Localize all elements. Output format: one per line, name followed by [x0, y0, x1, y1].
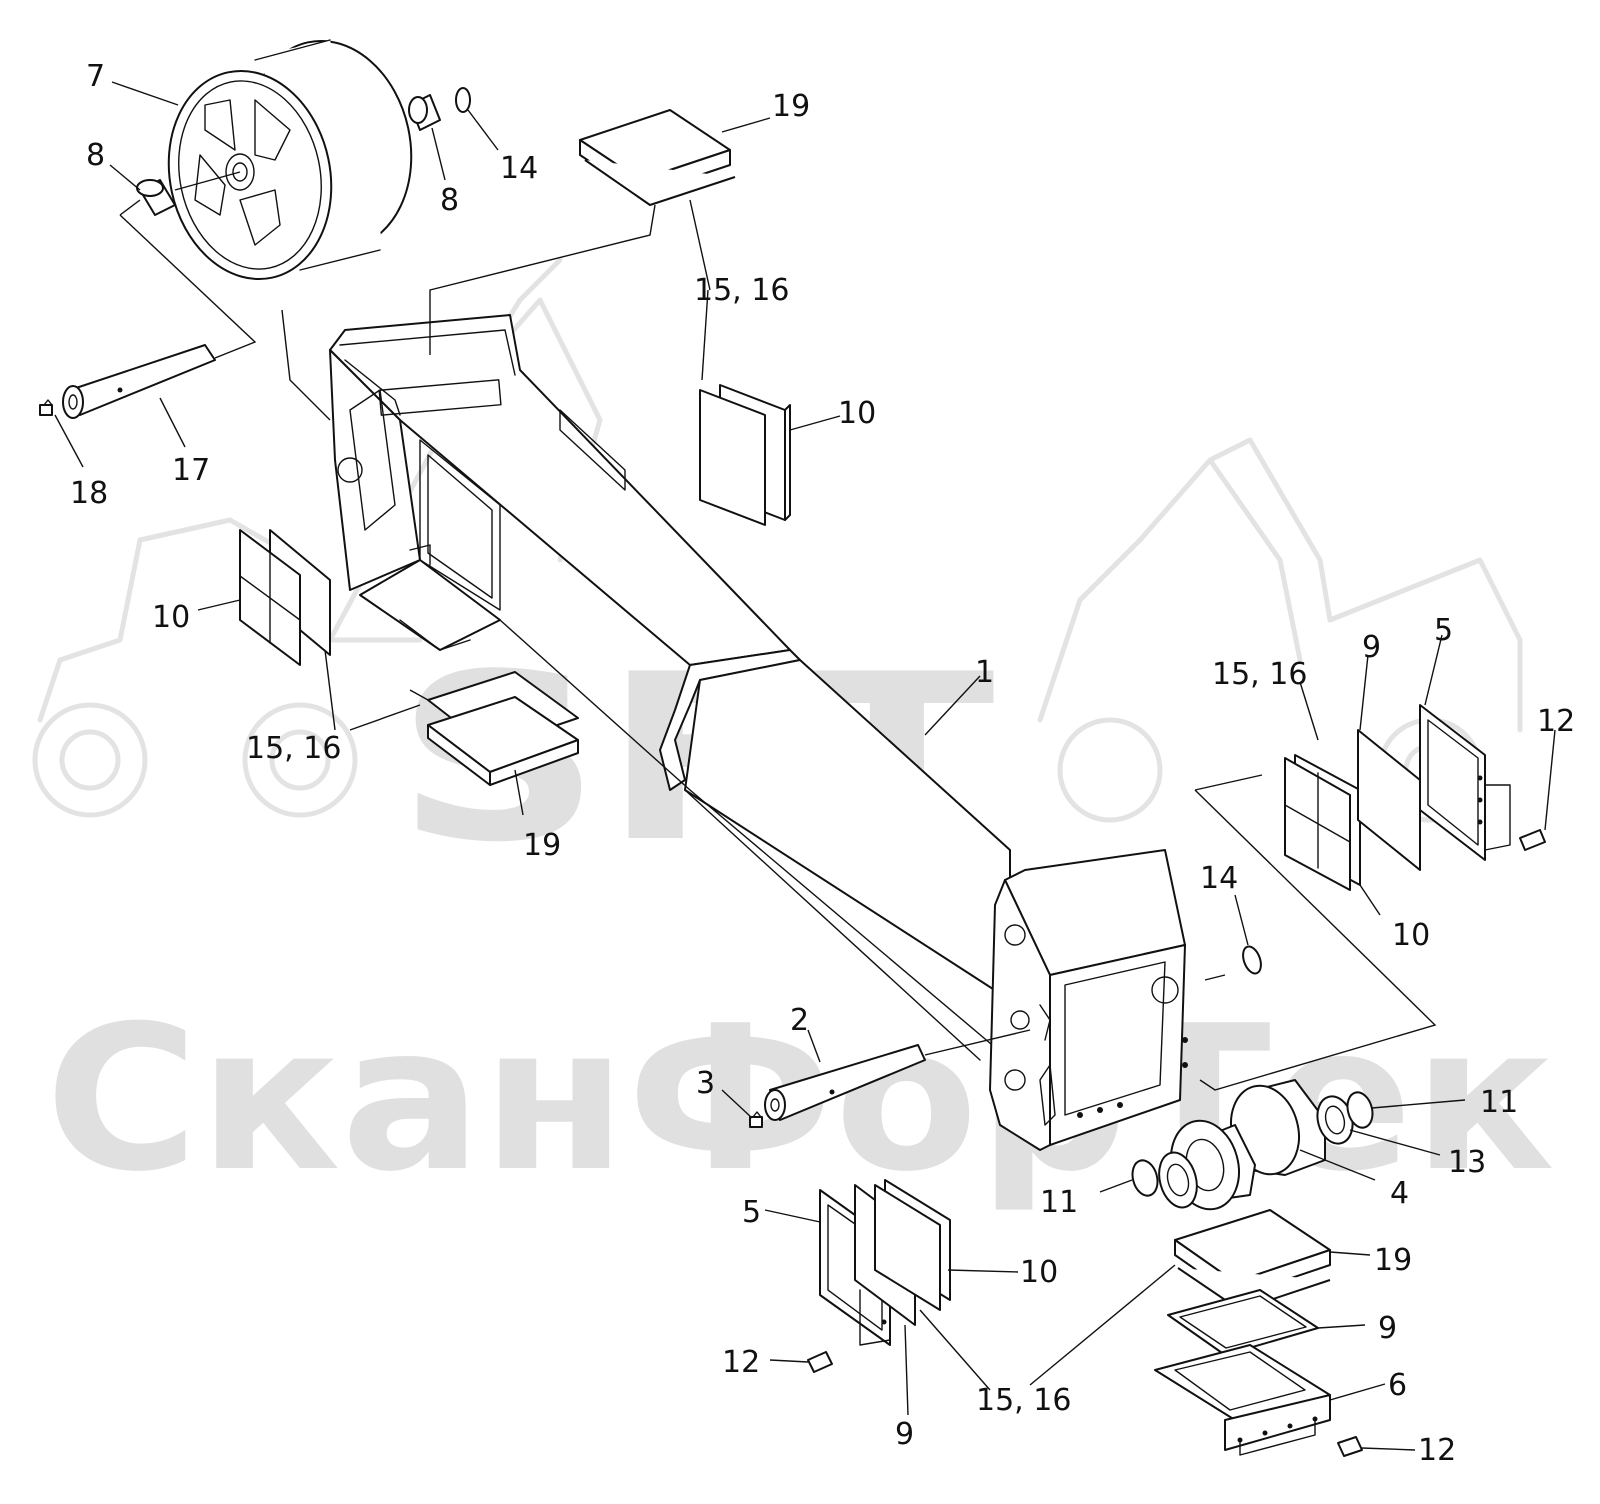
slide-pad-part-10-right — [1284, 754, 1361, 891]
slide-pad-part-10-bottom — [874, 1179, 951, 1311]
callout-label: 19 — [772, 89, 810, 124]
callout-label: 10 — [1020, 1255, 1058, 1290]
callout-label: 9 — [895, 1417, 914, 1452]
slide-pad-part-10-left — [239, 529, 331, 666]
callout-label: 9 — [1378, 1311, 1397, 1346]
spacer-ring-part-11-right — [1346, 1091, 1374, 1129]
callout-label: 8 — [86, 138, 105, 173]
callout-label: 10 — [1392, 918, 1430, 953]
wear-pad-part-19-middle — [427, 671, 579, 786]
callout-label: 14 — [1200, 861, 1238, 896]
pin-part-2 — [764, 1044, 926, 1121]
retainer-bracket-part-6 — [1154, 1344, 1331, 1456]
callout-label: 12 — [722, 1345, 760, 1380]
callout-label: 2 — [790, 1003, 809, 1038]
callout-label: 8 — [440, 183, 459, 218]
shim-part-9-bottom-right — [1167, 1289, 1319, 1356]
bolt-part-12-bottom — [807, 1351, 833, 1373]
snap-ring-part-14-top — [455, 87, 471, 113]
spacer-ring-part-11-left — [1131, 1159, 1159, 1197]
callout-label: 1 — [975, 655, 994, 690]
boom-beam-part-1 — [329, 314, 1188, 1151]
grease-nipple-part-3 — [749, 1111, 763, 1128]
roller-part-4 — [1158, 1079, 1326, 1211]
grease-nipple-part-18 — [39, 399, 53, 416]
shim-part-9-right — [1357, 729, 1421, 871]
callout-label: 15, 16 — [694, 273, 789, 308]
callout-label: 12 — [1418, 1433, 1456, 1468]
callout-label: 15, 16 — [1212, 657, 1307, 692]
callout-label: 14 — [500, 151, 538, 186]
callout-label: 7 — [86, 59, 105, 94]
callout-label: 15, 16 — [976, 1383, 1071, 1418]
callout-label: 5 — [742, 1195, 761, 1230]
assembly-lines — [119, 171, 1437, 1091]
callout-label: 10 — [152, 600, 190, 635]
callout-leaders — [54, 81, 1556, 1451]
callout-label: 10 — [838, 396, 876, 431]
bolt-part-12-right — [1519, 829, 1546, 851]
bushing-part-8-right — [408, 94, 441, 131]
snap-ring-part-14-right — [1242, 945, 1262, 975]
callout-label: 18 — [70, 476, 108, 511]
callout-label: 9 — [1362, 630, 1381, 665]
callout-label: 4 — [1390, 1176, 1409, 1211]
callout-label: 12 — [1537, 704, 1575, 739]
callout-label: 13 — [1448, 1145, 1486, 1180]
callout-label: 5 — [1434, 613, 1453, 648]
callout-label: 19 — [1374, 1243, 1412, 1278]
callout-label: 6 — [1388, 1368, 1407, 1403]
callout-label: 11 — [1040, 1185, 1078, 1220]
wear-pad-part-19-top — [579, 109, 736, 206]
sheave-wheel-part-7 — [167, 39, 413, 281]
bushing-part-8-left — [136, 179, 176, 216]
callout-label: 11 — [1480, 1085, 1518, 1120]
pin-part-17 — [62, 344, 216, 419]
callout-label: 19 — [523, 828, 561, 863]
retainer-frame-part-5-right — [1419, 704, 1511, 861]
callout-labels: 7 8 8 14 19 15, 16 10 17 18 10 15, 16 19… — [70, 59, 1575, 1468]
callout-label: 3 — [696, 1066, 715, 1101]
slide-pad-part-10-top — [699, 384, 791, 526]
callout-label: 17 — [172, 453, 210, 488]
bolt-part-12-bottom-right — [1337, 1436, 1363, 1457]
callout-label: 15, 16 — [246, 731, 341, 766]
